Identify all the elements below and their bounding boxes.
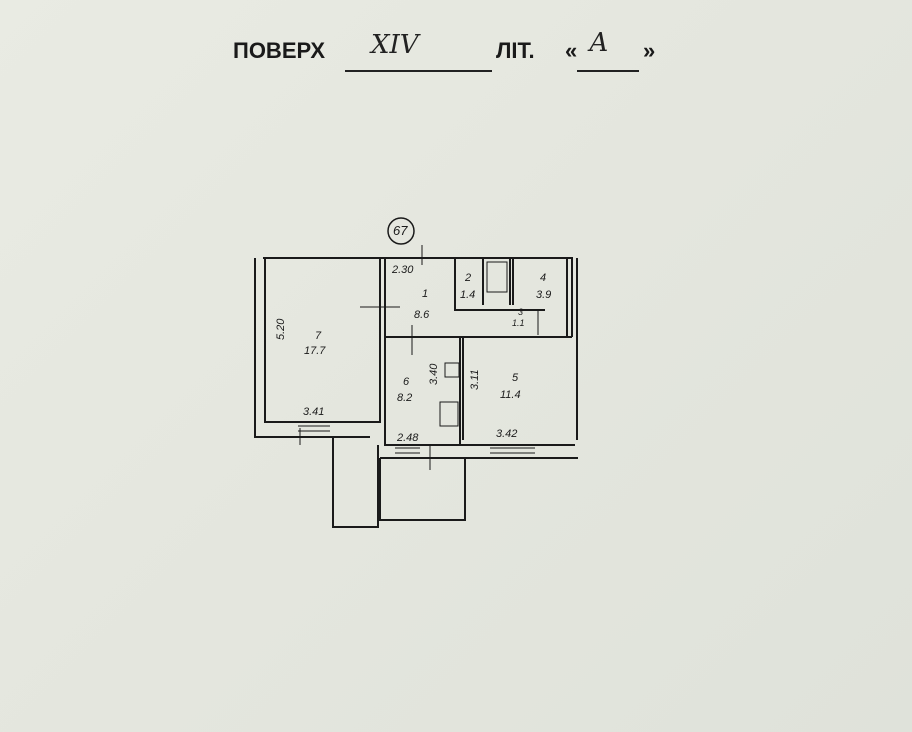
- section-marks: [299, 245, 539, 470]
- wall-left-outer: [254, 258, 370, 438]
- stove-fixture: [439, 401, 459, 427]
- apartment-number-circle: [387, 217, 415, 245]
- room-3-number: 3: [518, 307, 523, 317]
- dim-room7-length: 5.20: [275, 318, 287, 340]
- window-7: [298, 425, 330, 432]
- floor-underline: [345, 70, 492, 72]
- dim-hall-width: 2.30: [391, 264, 414, 276]
- room-3-area: 1.1: [512, 318, 525, 328]
- window-5: [490, 447, 535, 454]
- room-6-number: 6: [403, 376, 410, 388]
- room-2-number: 2: [464, 272, 471, 284]
- wall-top: [263, 257, 573, 337]
- room-4-number: 4: [540, 272, 546, 284]
- window-6: [395, 447, 420, 454]
- quote-close: »: [643, 38, 656, 63]
- room-6-walls: [384, 337, 575, 446]
- floor-label: ПОВЕРХ: [233, 38, 325, 63]
- quote-open: «: [565, 38, 578, 63]
- room-1-number: 1: [422, 288, 428, 300]
- room-1-area: 8.6: [414, 309, 430, 321]
- letter-value: А: [589, 28, 609, 58]
- room-7-walls: [264, 258, 381, 423]
- dim-room5-width: 3.42: [496, 428, 517, 440]
- balcony-left: [332, 437, 379, 528]
- room-5-area: 11.4: [500, 389, 521, 401]
- bath-walls: [454, 258, 545, 311]
- dim-kitchen-width: 2.48: [396, 432, 419, 444]
- room-7-number: 7: [315, 330, 322, 342]
- balcony-right: [379, 458, 466, 521]
- letter-underline: [577, 70, 639, 72]
- floor-value: XIV: [371, 30, 419, 60]
- room-5-number: 5: [512, 372, 519, 384]
- room-7-area: 17.7: [304, 345, 326, 357]
- room-2-area: 1.4: [460, 289, 475, 301]
- toilet-walls: [482, 258, 514, 305]
- letter-label: ЛІТ.: [496, 38, 535, 63]
- sink-fixture: [444, 362, 460, 378]
- room-6-area: 8.2: [397, 392, 412, 404]
- dim-room7-width: 3.41: [303, 406, 324, 418]
- partition-6-5: [459, 337, 464, 445]
- wall-right: [566, 258, 578, 440]
- dim-kitchen-length: 3.40: [428, 363, 440, 385]
- dim-room5-length: 3.11: [469, 369, 481, 390]
- apartment-number: 67: [393, 223, 408, 238]
- room-4-area: 3.9: [536, 289, 551, 301]
- toilet-fixture: [486, 261, 508, 293]
